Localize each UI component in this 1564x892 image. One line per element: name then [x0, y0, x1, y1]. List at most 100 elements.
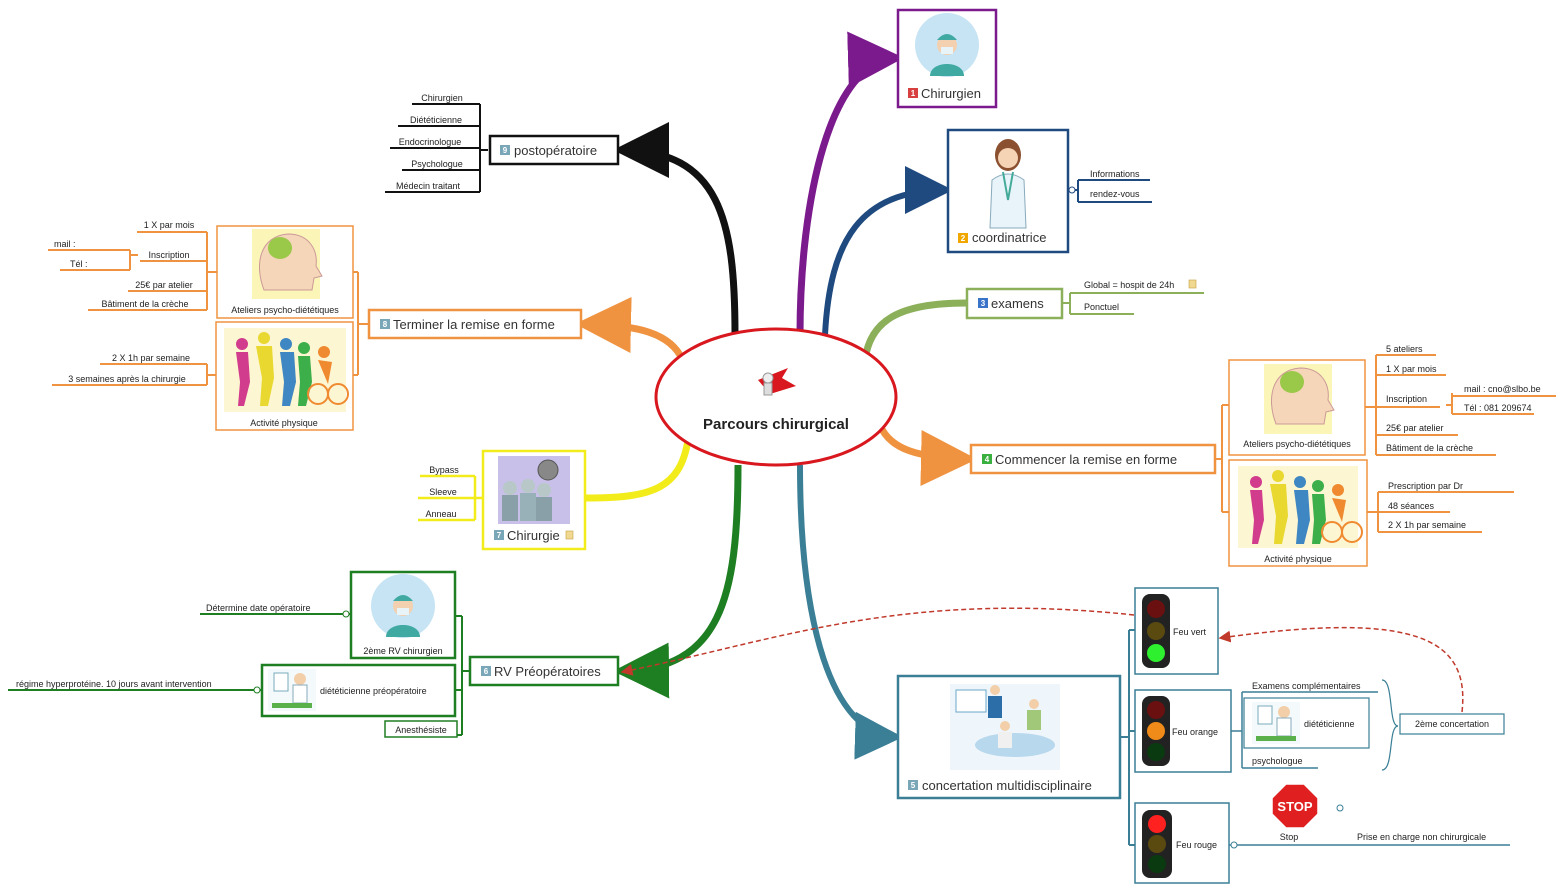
- chirurgie-num: 7: [497, 531, 502, 540]
- commencer-connector-top: [1222, 404, 1229, 513]
- feu-vert-label: Feu vert: [1173, 627, 1207, 637]
- ateliers-commencer-item: Inscription: [1386, 394, 1427, 404]
- operating-room-icon: [498, 456, 570, 524]
- runners-icon: [1238, 466, 1363, 548]
- surgeon-icon: [915, 13, 979, 77]
- activite-commencer-item: 2 X 1h par semaine: [1388, 520, 1466, 530]
- rv-dieteticienne-item: régime hyperprotéine. 10 jours avant int…: [16, 679, 212, 689]
- node-examens[interactable]: 3 examens: [965, 287, 1064, 320]
- postop-children: [385, 103, 488, 193]
- chirurgie-label: Chirurgie: [507, 528, 560, 543]
- dietitian-icon: [268, 669, 316, 711]
- branch-commencer: [876, 423, 977, 487]
- branch-chirurgien: [796, 31, 904, 336]
- rv-children: [455, 615, 470, 736]
- note-icon: [565, 530, 574, 540]
- coordinatrice-item: rendez-vous: [1090, 189, 1140, 199]
- node-commencer[interactable]: 4 Commencer la remise en forme: [969, 443, 1217, 475]
- examens-item: Ponctuel: [1084, 302, 1119, 312]
- note-icon: [1188, 279, 1197, 289]
- deuxieme-concertation[interactable]: 2ème concertation: [1399, 713, 1505, 735]
- card-activite-terminer[interactable]: Activité physique: [215, 321, 354, 431]
- branch-terminer: [575, 297, 683, 357]
- orange-item: Examens complémentaires: [1252, 681, 1361, 691]
- postop-item: Endocrinologue: [399, 137, 462, 147]
- ateliers-commencer-children: [1365, 354, 1556, 456]
- inscription-terminer-item: mail :: [54, 239, 76, 249]
- postop-item: Médecin traitant: [396, 181, 461, 191]
- rv-dieteticienne-card[interactable]: diététicienne préopératoire: [260, 663, 457, 718]
- node-concertation[interactable]: 5 concertation multidisciplinaire: [896, 674, 1122, 800]
- inscription-terminer-item: Tél :: [70, 259, 88, 269]
- feu-rouge[interactable]: Feu rouge: [1134, 802, 1230, 884]
- ateliers-commencer-label: Ateliers psycho-diététiques: [1243, 439, 1351, 449]
- ateliers-terminer-item: 25€ par atelier: [135, 280, 193, 290]
- commencer-connector: [1215, 405, 1223, 512]
- ateliers-commencer-item: 5 ateliers: [1386, 344, 1423, 354]
- nurse-icon: [989, 139, 1027, 229]
- feu-orange[interactable]: Feu orange: [1134, 689, 1232, 773]
- activite-commencer-label: Activité physique: [1264, 554, 1332, 564]
- rv-anesthesiste[interactable]: Anesthésiste: [384, 720, 458, 738]
- examens-item: Global = hospit de 24h: [1084, 280, 1174, 290]
- concertation-num: 5: [911, 781, 916, 790]
- examens-children: [1062, 292, 1204, 315]
- branch-postop: [613, 122, 739, 336]
- card-ateliers-terminer[interactable]: Ateliers psycho-diététiques: [216, 225, 354, 319]
- ateliers-commencer-item: Bâtiment de la crèche: [1386, 443, 1473, 453]
- activite-terminer-children: [52, 363, 216, 386]
- runners-icon: [224, 328, 349, 412]
- coordinatrice-item: Informations: [1090, 169, 1140, 179]
- ateliers-terminer-children: [48, 231, 217, 311]
- rv-label: RV Préopératoires: [494, 664, 601, 679]
- chirurgie-item: Anneau: [425, 509, 456, 519]
- surgeon-icon: [371, 574, 435, 638]
- node-chirurgien[interactable]: 1 Chirurgien: [896, 8, 998, 109]
- feu-rouge-label: Feu rouge: [1176, 840, 1217, 850]
- node-rv[interactable]: 6 RV Préopératoires: [468, 655, 620, 687]
- postop-item: Diététicienne: [410, 115, 462, 125]
- ateliers-terminer-item: Bâtiment de la crèche: [101, 299, 188, 309]
- link-feu-vert-to-rv: [620, 607, 1135, 676]
- card-activite-commencer[interactable]: Activité physique: [1228, 459, 1368, 567]
- activite-terminer-label: Activité physique: [250, 418, 318, 428]
- ateliers-terminer-item: 1 X par mois: [144, 220, 195, 230]
- dietitian-icon: [1252, 702, 1300, 744]
- chirurgie-item: Bypass: [429, 465, 459, 475]
- chirurgie-item: Sleeve: [429, 487, 457, 497]
- postop-num: 9: [503, 146, 508, 155]
- stop-sign-icon: STOP: [1271, 783, 1319, 829]
- node-coordinatrice[interactable]: 2 coordinatrice: [946, 128, 1070, 254]
- card-ateliers-commencer[interactable]: Ateliers psycho-diététiques: [1228, 359, 1366, 456]
- rv-dieteticienne-label: diététicienne préopératoire: [320, 686, 427, 696]
- feu-vert[interactable]: Feu vert: [1134, 587, 1219, 675]
- rv-num: 6: [484, 667, 489, 676]
- examens-num: 3: [981, 299, 986, 308]
- terminer-connector: [353, 271, 369, 376]
- ateliers-terminer-item: Inscription: [148, 250, 189, 260]
- rv-chirurgien-card[interactable]: 2ème RV chirurgien: [349, 570, 457, 660]
- center-topic[interactable]: Parcours chirurgical: [654, 327, 898, 467]
- ateliers-terminer-label: Ateliers psycho-diététiques: [231, 305, 339, 315]
- dieteticienne-orange-card[interactable]: diététicienne: [1243, 697, 1370, 749]
- rv-chirurgien-label: 2ème RV chirurgien: [363, 646, 442, 656]
- deuxieme-concertation-label: 2ème concertation: [1415, 719, 1489, 729]
- node-postoperatoire[interactable]: 9 postopératoire: [488, 134, 620, 166]
- feu-orange-label: Feu orange: [1172, 727, 1218, 737]
- concertation-connector: [1120, 629, 1135, 846]
- activite-commencer-item: 48 séances: [1388, 501, 1435, 511]
- rv-anesthesiste-label: Anesthésiste: [395, 725, 447, 735]
- branch-rv: [613, 464, 742, 699]
- branch-chirurgie: [585, 439, 692, 502]
- concertation-label: concertation multidisciplinaire: [922, 778, 1092, 793]
- terminer-label: Terminer la remise en forme: [393, 317, 555, 332]
- orange-item: psychologue: [1252, 756, 1303, 766]
- activite-commencer-item: Prescription par Dr: [1388, 481, 1463, 491]
- node-chirurgie[interactable]: 7 Chirurgie: [481, 449, 587, 551]
- node-terminer[interactable]: 8 Terminer la remise en forme: [367, 308, 583, 340]
- rv-chirurgien-item: Détermine date opératoire: [206, 603, 311, 613]
- chirurgien-num: 1: [911, 89, 916, 98]
- inscription-commencer-item: Tél : 081 209674: [1464, 403, 1532, 413]
- activite-terminer-item: 3 semaines après la chirurgie: [68, 374, 186, 384]
- arrow-figure-icon: [758, 368, 796, 396]
